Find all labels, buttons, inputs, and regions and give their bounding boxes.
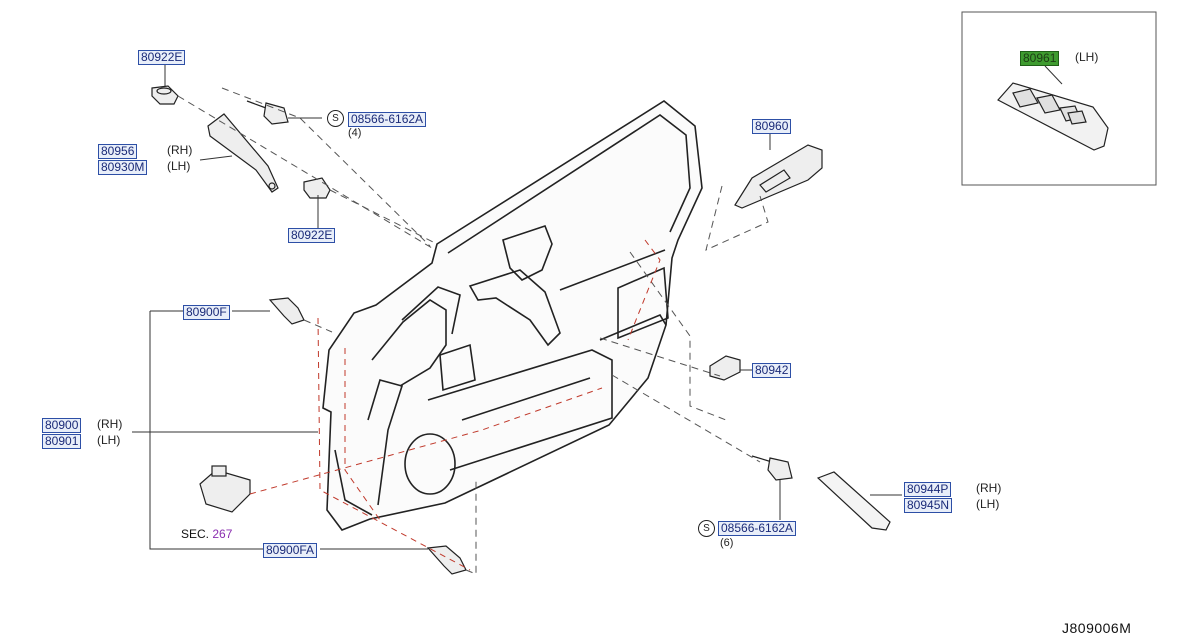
side-80961: (LH): [1075, 50, 1099, 64]
side-80956: (RH): [167, 143, 193, 157]
door-trim-panel-icon: [322, 100, 703, 531]
side-80900: (RH): [97, 417, 123, 431]
part-label-80945n[interactable]: 80945N: [904, 498, 953, 513]
bracket-sec267-icon: [199, 465, 251, 513]
switch-80960-icon: [734, 144, 823, 209]
clip-80922e-mid-icon: [303, 177, 331, 199]
part-label-80961-highlighted[interactable]: 80961: [1020, 51, 1060, 66]
section-prefix: SEC.: [181, 527, 210, 541]
part-label-80900f[interactable]: 80900F: [183, 305, 230, 320]
solid-leaders: [132, 62, 902, 550]
screw-top-icon: [246, 100, 289, 125]
side-80945n: (LH): [976, 497, 1000, 511]
part-label-80900fa[interactable]: 80900FA: [263, 543, 318, 558]
part-label-80942[interactable]: 80942: [752, 363, 792, 378]
part-label-80956[interactable]: 80956: [98, 144, 138, 159]
part-label-80960[interactable]: 80960: [752, 119, 792, 134]
part-label-80922e-top[interactable]: 80922E: [138, 50, 186, 65]
side-80901: (LH): [97, 433, 121, 447]
part-label-80930m[interactable]: 80930M: [98, 160, 148, 175]
qty-bottom: (6): [720, 537, 734, 549]
part-label-80922e-mid[interactable]: 80922E: [288, 228, 336, 243]
part-label-08566-top[interactable]: 08566-6162A: [348, 112, 427, 127]
red-leaders: [249, 239, 661, 571]
part-label-80900[interactable]: 80900: [42, 418, 82, 433]
part-label-80944p[interactable]: 80944P: [904, 482, 952, 497]
power-window-switch-lh-icon: [997, 82, 1109, 151]
part-label-80901[interactable]: 80901: [42, 434, 82, 449]
section-number[interactable]: 267: [212, 527, 233, 541]
side-80930m: (LH): [167, 159, 191, 173]
bracket-80956-icon: [207, 113, 279, 193]
clip-80922e-top-icon: [151, 85, 179, 105]
part-label-08566-bottom[interactable]: 08566-6162A: [718, 521, 797, 536]
s-symbol-bottom: S: [698, 520, 715, 537]
dashed-leaders: [177, 87, 769, 575]
qty-top: (4): [348, 127, 362, 139]
clip-80900f-icon: [268, 297, 305, 325]
clip-80942-icon: [709, 355, 741, 381]
garnish-80944p-icon: [816, 471, 891, 531]
section-reference[interactable]: SEC. 267: [181, 527, 232, 541]
s-symbol-top: S: [327, 110, 344, 127]
screw-bottom-icon: [751, 455, 793, 481]
side-80944p: (RH): [976, 481, 1002, 495]
diagram-code: J809006M: [1062, 620, 1132, 636]
inset-frame: [961, 11, 1157, 186]
